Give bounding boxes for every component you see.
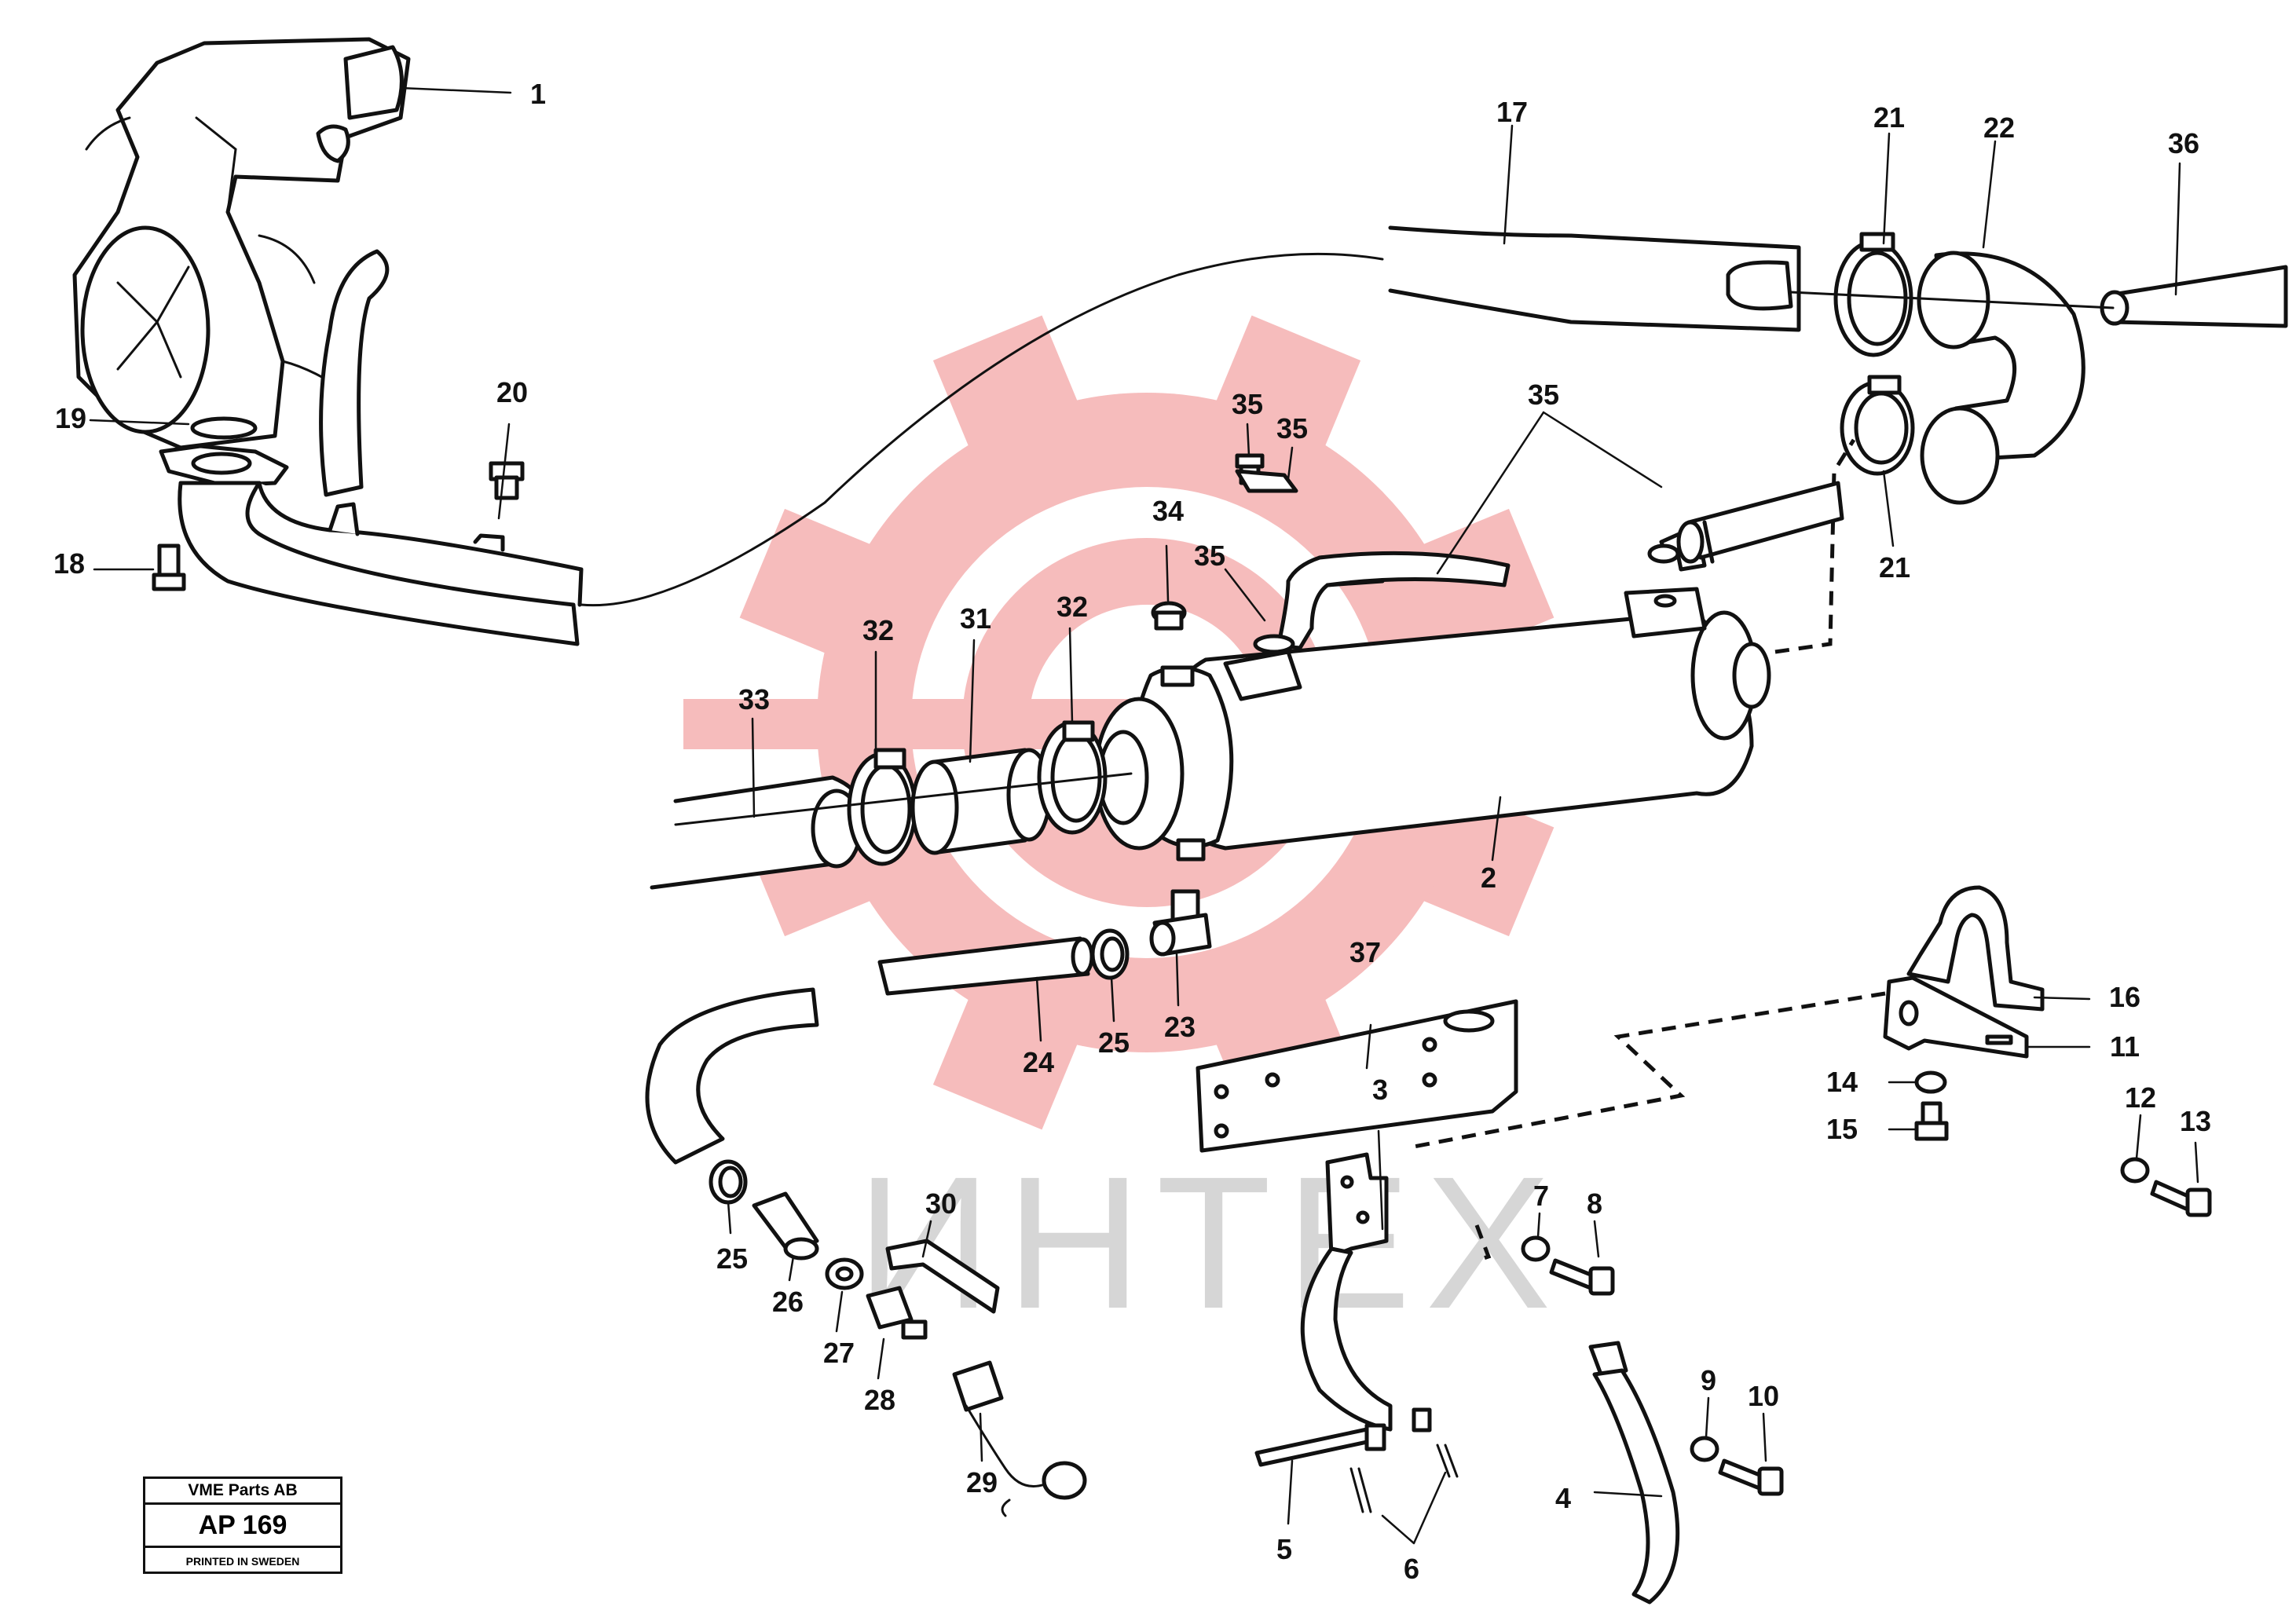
part-drain-hose-lower <box>645 987 819 1165</box>
part-coolant-hose-top <box>319 249 390 497</box>
part-34-plug <box>1151 601 1187 631</box>
part-19-gasket-ring <box>190 416 258 440</box>
callout-25-lower: 25 <box>716 1242 748 1275</box>
callout-37: 37 <box>1349 936 1381 968</box>
callout-36: 36 <box>2168 127 2199 159</box>
callout-9: 9 <box>1701 1364 1716 1396</box>
callout-35-a: 35 <box>1232 388 1263 420</box>
callout-32-left: 32 <box>862 614 894 646</box>
part-14-washer <box>1914 1070 1947 1094</box>
part-21-clamp-lower <box>1840 375 1915 476</box>
callout-14: 14 <box>1826 1066 1858 1098</box>
intake-centerline <box>674 772 1133 826</box>
leader-lines <box>89 86 2199 1545</box>
callout-32-right: 32 <box>1056 591 1088 623</box>
callout-11: 11 <box>2110 1030 2140 1063</box>
part-12-washer <box>2120 1157 2150 1184</box>
callout-25-upper: 25 <box>1098 1026 1130 1059</box>
part-engine-housing <box>72 37 411 450</box>
routing-line-upper <box>580 252 1384 607</box>
callout-31: 31 <box>960 602 991 635</box>
part-10-bolt <box>1718 1458 1784 1496</box>
dash-line-muffler-to-hose <box>1774 438 1856 654</box>
callout-6: 6 <box>1404 1553 1419 1585</box>
part-22-elbow-hose <box>1917 251 2085 505</box>
title-block-footer: PRINTED IN SWEDEN <box>185 1555 300 1568</box>
part-25-clamp-lower <box>709 1159 748 1205</box>
watermark-text: ИНТЕХ <box>856 1137 1565 1348</box>
part-21-clamp-upper <box>1833 232 1913 357</box>
callout-8: 8 <box>1587 1187 1602 1220</box>
callout-34: 34 <box>1152 495 1184 527</box>
part-17-pipe <box>1388 225 1801 332</box>
callout-30: 30 <box>925 1187 957 1220</box>
part-16-u-clamp <box>1906 885 2045 1012</box>
callout-24: 24 <box>1023 1046 1054 1078</box>
part-37-mounting-plate <box>1196 999 1518 1153</box>
callout-35-c: 35 <box>1528 379 1559 411</box>
part-32-clamp-left <box>847 748 917 866</box>
callout-18: 18 <box>53 547 85 580</box>
part-27-washer <box>825 1257 864 1290</box>
part-15-bolt <box>1914 1101 1949 1141</box>
callout-5: 5 <box>1276 1533 1292 1565</box>
callout-29: 29 <box>966 1466 998 1498</box>
callout-12: 12 <box>2125 1081 2156 1114</box>
part-3-band-clamp <box>1300 1152 1393 1432</box>
callout-13: 13 <box>2180 1105 2211 1137</box>
part-2-silencer <box>1093 587 1771 862</box>
callout-17: 17 <box>1496 96 1528 128</box>
callout-21-upper: 21 <box>1873 101 1905 134</box>
part-exhaust-flange-pipe <box>159 444 584 646</box>
part-23-elbow-fitting <box>1149 889 1212 957</box>
callout-27: 27 <box>823 1337 855 1369</box>
callout-22: 22 <box>1983 112 2015 144</box>
part-31-sleeve <box>910 748 1052 855</box>
callout-10: 10 <box>1748 1380 1779 1412</box>
part-9-washer <box>1690 1436 1719 1462</box>
callout-1: 1 <box>530 78 546 110</box>
callout-7: 7 <box>1533 1180 1549 1212</box>
part-29-cap-chain <box>952 1360 1087 1517</box>
callout-23: 23 <box>1164 1011 1196 1043</box>
part-13-bolt <box>2150 1180 2212 1217</box>
callout-20: 20 <box>496 376 528 408</box>
callout-28: 28 <box>864 1384 895 1416</box>
part-7-washer <box>1521 1235 1551 1262</box>
part-6-cotter-pins <box>1349 1407 1459 1513</box>
part-5-pin <box>1254 1427 1373 1467</box>
title-block: VME Parts AB AP 169 PRINTED IN SWEDEN <box>143 1476 342 1574</box>
part-28-valve <box>866 1286 928 1340</box>
callout-33: 33 <box>738 683 770 715</box>
callout-35-b: 35 <box>1276 412 1308 445</box>
callout-16: 16 <box>2109 981 2140 1013</box>
dash-line-brackets <box>1413 991 1886 1149</box>
callout-3: 3 <box>1372 1074 1388 1106</box>
part-8-bolt <box>1549 1258 1615 1296</box>
callout-4: 4 <box>1555 1482 1571 1514</box>
title-block-company: VME Parts AB <box>145 1479 340 1505</box>
part-33-pipe <box>650 775 868 890</box>
part-35-fittings <box>1235 453 1844 654</box>
part-20-plug <box>489 461 525 500</box>
part-4-band-clamp <box>1588 1341 1680 1605</box>
part-32-clamp-right <box>1037 720 1108 835</box>
callout-35-d: 35 <box>1194 540 1225 572</box>
callout-19: 19 <box>55 402 86 434</box>
title-block-code: AP 169 <box>145 1505 340 1548</box>
callout-15: 15 <box>1826 1113 1858 1145</box>
part-11-bracket <box>1883 975 2029 1059</box>
center-line-hose <box>1789 291 2115 309</box>
callout-26: 26 <box>772 1286 804 1318</box>
dash-line-band <box>1474 1224 1492 1263</box>
callout-numbers: 1 2 3 4 5 6 7 8 9 10 11 12 13 14 15 16 1… <box>53 78 2211 1585</box>
part-26-nipple <box>752 1191 819 1261</box>
part-25-clamp-upper <box>1090 928 1130 980</box>
callout-2: 2 <box>1481 862 1496 894</box>
part-36-pipe <box>2100 265 2288 328</box>
callout-21-lower: 21 <box>1879 551 1910 584</box>
part-18-bolt <box>152 543 186 591</box>
part-24-hose <box>877 936 1094 996</box>
